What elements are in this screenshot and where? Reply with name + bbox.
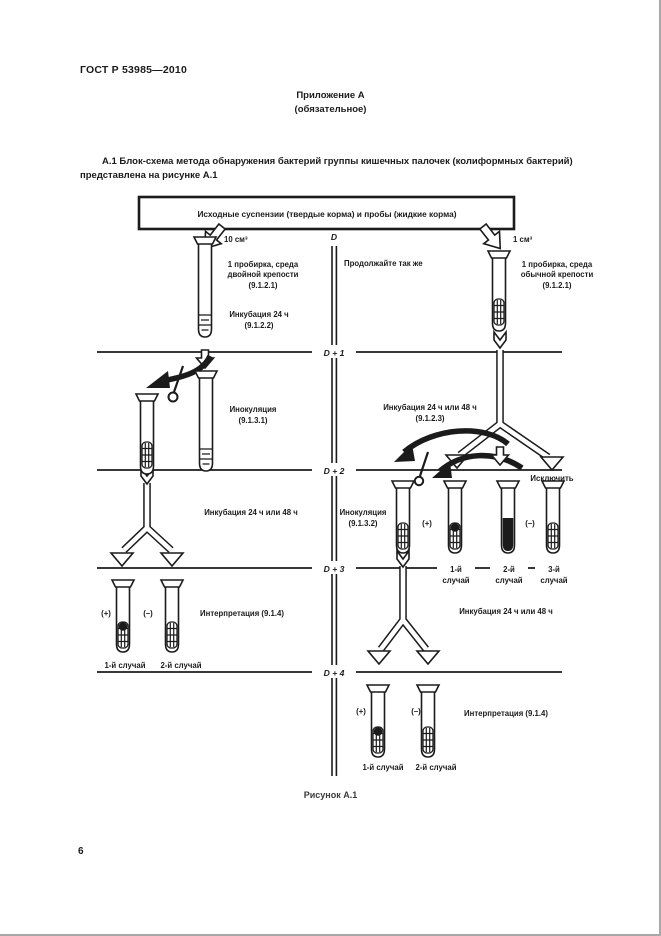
test-tube-left-original — [194, 370, 218, 472]
intro-line-1: А.1 Блок-схема метода обнаружения бактер… — [102, 156, 573, 167]
down-arrow-icon — [194, 349, 216, 370]
right-incubation1-label-1: Инкубация 24 ч или 48 ч — [383, 403, 477, 412]
right-inoculation-label-2: (9.1.3.2) — [348, 519, 377, 528]
subculture-arrows-right — [394, 428, 524, 487]
day0-label: D — [331, 232, 337, 242]
bottom-minus-label: (–) — [411, 707, 421, 716]
exclude-label: Исключить — [530, 474, 573, 483]
bottom-case2-label: 2-й случай — [415, 763, 456, 772]
test-tube-right-normal-strength — [487, 250, 511, 332]
left-tube-label-3: (9.1.2.1) — [248, 281, 277, 290]
intro-line-2: представлена на рисунке А.1 — [80, 170, 218, 181]
test-tube-left-negative — [160, 579, 184, 653]
test-tube-case1 — [443, 480, 467, 554]
test-tube-left-double-strength — [193, 236, 217, 338]
left-minus-label: (–) — [143, 609, 153, 618]
day3-label: D + 3 — [324, 564, 345, 574]
right-incubation1-label-2: (9.1.2.3) — [415, 414, 444, 423]
volume-right-label: 1 см³ — [513, 235, 533, 244]
volume-left-label: 10 см³ — [224, 235, 248, 244]
left-tube-label-2: двойной крепости — [228, 270, 299, 279]
case1-label-2: случай — [442, 576, 469, 585]
left-case1-label: 1-й случай — [104, 661, 145, 670]
inoculation-loop-icon — [413, 475, 425, 487]
test-tube-left-positive — [111, 579, 135, 653]
continue-note: Продолжайте так же — [344, 259, 423, 268]
test-tube-left-subculture — [135, 393, 159, 475]
test-tube-right-inoculated — [391, 480, 415, 554]
day2-label: D + 2 — [324, 466, 345, 476]
bottom-interpretation-label: Интерпретация (9.1.4) — [464, 709, 548, 718]
case2-label-2: случай — [495, 576, 522, 585]
figure-caption: Рисунок А.1 — [303, 790, 358, 800]
test-tube-case2-turbid — [496, 480, 520, 554]
right-incubation2-label: Инкубация 24 ч или 48 ч — [459, 607, 553, 616]
left-incubation1-label-2: (9.1.2.2) — [244, 321, 273, 330]
test-tube-bottom-negative — [416, 684, 440, 758]
left-plus-label: (+) — [101, 609, 111, 618]
case3-label-1: 3-й — [548, 565, 560, 574]
day1-label: D + 1 — [324, 348, 345, 358]
left-inoculation-label-1: Инокуляция — [230, 405, 277, 414]
inoculation-loop-icon — [167, 391, 179, 403]
left-incubation1-label-1: Инкубация 24 ч — [229, 310, 288, 319]
page-number: 6 — [78, 846, 84, 857]
left-tube-label-1: 1 пробирка, среда — [228, 260, 299, 269]
left-interpretation-label: Интерпретация (9.1.4) — [200, 609, 284, 618]
fork-arrow-left — [109, 465, 185, 568]
right-plus-label: (+) — [422, 519, 432, 528]
banner-label: Исходные суспензии (твердые корма) и про… — [197, 209, 456, 219]
appendix-note: (обязательное) — [294, 104, 367, 115]
bottom-case1-label: 1-й случай — [362, 763, 403, 772]
right-tube-label-3: (9.1.2.1) — [542, 281, 571, 290]
case3-label-2: случай — [540, 576, 567, 585]
down-arrow-icon — [489, 446, 511, 467]
doc-number: ГОСТ Р 53985—2010 — [80, 64, 188, 76]
bottom-plus-label: (+) — [356, 707, 366, 716]
right-tube-label-1: 1 пробирка, среда — [522, 260, 593, 269]
right-minus-label: (–) — [525, 519, 535, 528]
right-tube-label-2: обычной крепости — [521, 270, 594, 279]
case2-label-1: 2-й — [503, 565, 515, 574]
appendix-title: Приложение А — [296, 90, 365, 101]
timeline-grid — [97, 246, 582, 776]
test-tube-case3 — [541, 480, 565, 554]
left-inoculation-label-2: (9.1.3.1) — [238, 416, 267, 425]
subculture-arrow-left — [146, 354, 213, 403]
day4-label: D + 4 — [324, 668, 345, 678]
source-banner-box — [137, 195, 516, 231]
case1-label-1: 1-й — [450, 565, 462, 574]
banner-arrow-right-icon — [478, 222, 502, 250]
left-case2-label: 2-й случай — [160, 661, 201, 670]
fork-arrow-right-lower — [366, 548, 441, 666]
right-inoculation-label-1: Инокуляция — [340, 508, 387, 517]
left-incubation2-label: Инкубация 24 ч или 48 ч — [204, 508, 298, 517]
test-tube-bottom-positive — [366, 684, 390, 758]
